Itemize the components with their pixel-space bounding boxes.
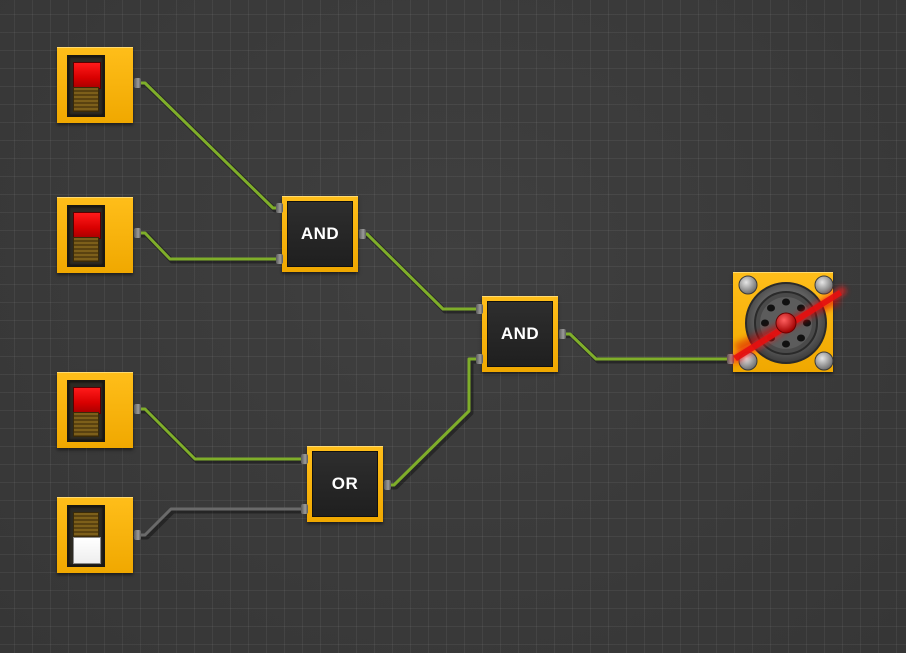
- lamp-on-icon: [73, 387, 101, 414]
- switch-2[interactable]: [57, 197, 141, 273]
- wire-switch2-and1[interactable]: [137, 231, 285, 261]
- input-port-a[interactable]: [301, 454, 308, 464]
- fan-output[interactable]: [727, 272, 847, 372]
- lamp-off-icon: [73, 537, 101, 564]
- wire-or-and2[interactable]: [384, 357, 485, 487]
- lever-icon: [73, 237, 99, 262]
- output-port[interactable]: [384, 480, 391, 490]
- gate-label: AND: [287, 201, 353, 267]
- switch-body[interactable]: [67, 505, 105, 567]
- gate-label: OR: [312, 451, 378, 517]
- wire-and2-fan[interactable]: [559, 332, 733, 361]
- input-port-a[interactable]: [276, 203, 283, 213]
- input-port-b[interactable]: [301, 504, 308, 514]
- output-port[interactable]: [134, 228, 141, 238]
- input-port-b[interactable]: [476, 354, 483, 364]
- lever-icon: [73, 412, 99, 437]
- wire-and1-and2[interactable]: [359, 232, 485, 311]
- gate-label: AND: [487, 301, 553, 367]
- output-port[interactable]: [559, 329, 566, 339]
- gate-and-2[interactable]: AND: [476, 296, 566, 372]
- switch-body[interactable]: [67, 205, 105, 267]
- input-port-b[interactable]: [276, 254, 283, 264]
- wire-switch3-or[interactable]: [137, 407, 310, 461]
- input-port-a[interactable]: [476, 304, 483, 314]
- output-port[interactable]: [359, 229, 366, 239]
- switch-4[interactable]: [57, 497, 141, 573]
- output-port[interactable]: [134, 78, 141, 88]
- lamp-on-icon: [73, 62, 101, 89]
- switch-1[interactable]: [57, 47, 141, 123]
- fan-icon: [729, 275, 847, 371]
- wire-switch4-or[interactable]: [137, 507, 310, 537]
- switch-body[interactable]: [67, 380, 105, 442]
- gate-or-1[interactable]: OR: [301, 446, 391, 522]
- lamp-on-icon: [73, 212, 101, 239]
- gate-and-1[interactable]: AND: [276, 196, 366, 272]
- lever-icon: [73, 512, 99, 537]
- output-port[interactable]: [134, 404, 141, 414]
- output-port[interactable]: [134, 530, 141, 540]
- lever-icon: [73, 87, 99, 112]
- switch-3[interactable]: [57, 372, 141, 448]
- switch-body[interactable]: [67, 55, 105, 117]
- wire-switch1-and1[interactable]: [137, 81, 285, 210]
